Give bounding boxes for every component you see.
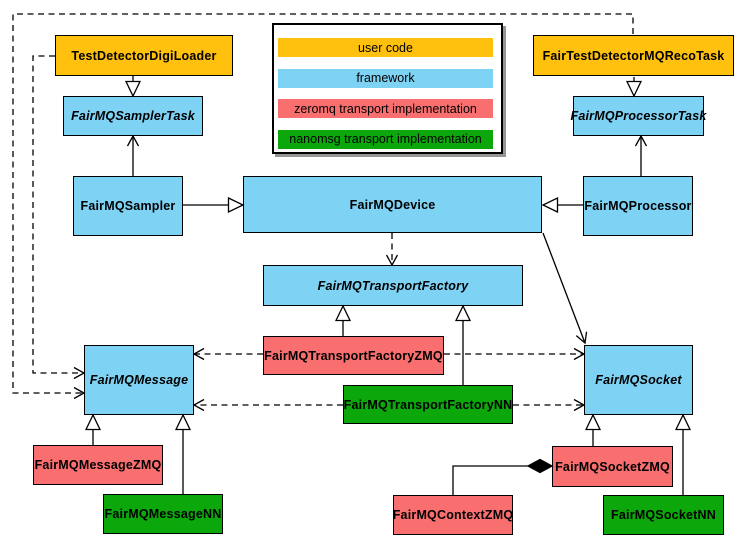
legend-item-user_code: user code bbox=[278, 38, 493, 57]
class-box-FairMQSocketZMQ: FairMQSocketZMQ bbox=[552, 446, 673, 487]
class-box-FairMQTransportFactoryNN: FairMQTransportFactoryNN bbox=[343, 385, 513, 424]
legend-item-zeromq: zeromq transport implementation bbox=[278, 99, 493, 118]
class-box-FairMQMessageNN: FairMQMessageNN bbox=[103, 494, 223, 534]
class-box-FairMQSocket: FairMQSocket bbox=[584, 345, 693, 415]
class-box-FairMQTransportFactory: FairMQTransportFactory bbox=[263, 265, 523, 306]
class-box-FairMQDevice: FairMQDevice bbox=[243, 176, 542, 233]
edge-association-device-socket bbox=[542, 232, 588, 345]
class-box-TestDetectorDigiLoader: TestDetectorDigiLoader bbox=[55, 35, 233, 76]
class-box-FairMQProcessorTask: FairMQProcessorTask bbox=[570, 96, 706, 136]
class-box-FairMQSampler: FairMQSampler bbox=[73, 176, 183, 236]
class-box-FairMQProcessor: FairMQProcessor bbox=[583, 176, 693, 236]
class-box-FairMQMessage: FairMQMessage bbox=[84, 345, 194, 415]
class-box-FairMQContextZMQ: FairMQContextZMQ bbox=[393, 495, 513, 535]
legend-item-framework: framework bbox=[278, 68, 493, 88]
class-box-FairTestDetectorMQRecoTask: FairTestDetectorMQRecoTask bbox=[533, 35, 734, 76]
legend-item-nanomsg: nanomsg transport implementation bbox=[278, 129, 493, 149]
class-box-FairMQSamplerTask: FairMQSamplerTask bbox=[63, 96, 203, 136]
legend-panel: user code framework zeromq transport imple… bbox=[272, 23, 503, 154]
edge-composition-contextzmq-socketzmq bbox=[452, 465, 528, 495]
class-box-FairMQSocketNN: FairMQSocketNN bbox=[603, 495, 724, 535]
composition-diamond bbox=[526, 458, 554, 474]
class-box-FairMQTransportFactoryZMQ: FairMQTransportFactoryZMQ bbox=[263, 336, 444, 375]
class-box-FairMQMessageZMQ: FairMQMessageZMQ bbox=[33, 445, 163, 485]
